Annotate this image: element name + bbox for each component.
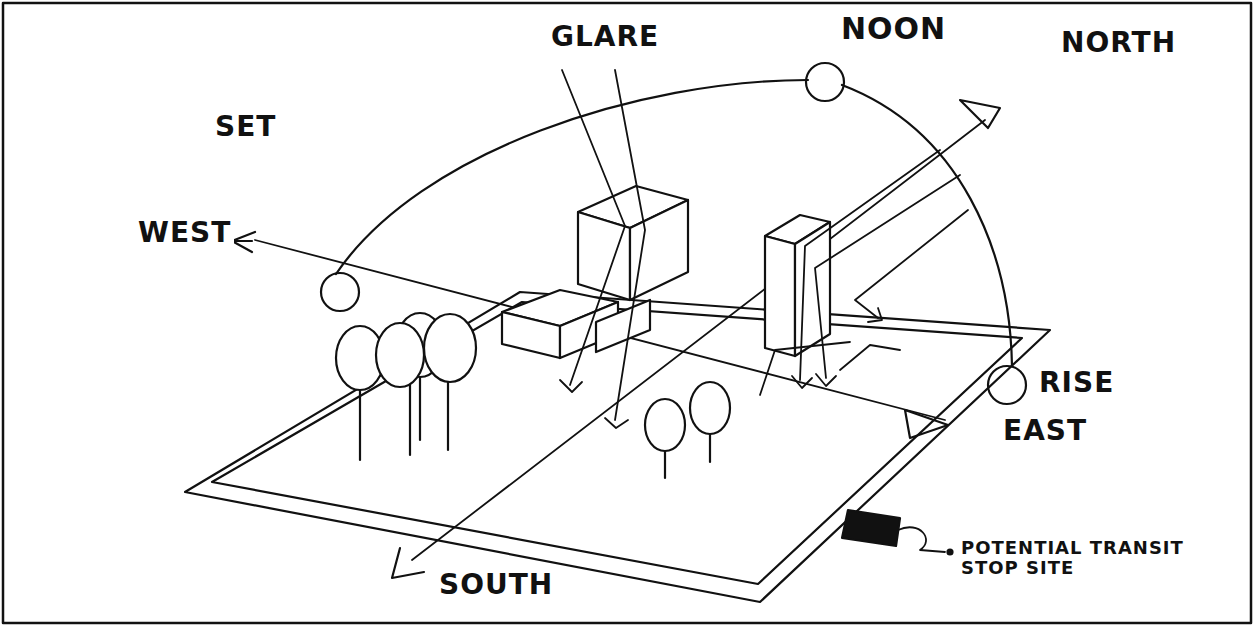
orientation-label: SOUTH (436, 570, 556, 601)
orientation-label: GLARE (548, 22, 662, 53)
north-arrow (960, 100, 1000, 128)
site-note: POTENTIAL TRANSIT STOP SITE (958, 538, 1204, 578)
east-arrow (905, 410, 948, 438)
transit-stop-site (842, 510, 900, 546)
orientation-label: NOON (838, 12, 949, 45)
orientation-label: NORTH (1058, 28, 1179, 59)
tree (336, 313, 730, 478)
leader-line (898, 527, 945, 552)
leader-dot (948, 550, 953, 555)
sun-symbol (806, 63, 844, 101)
orientation-label: EAST (1000, 416, 1090, 447)
orientation-label: WEST (135, 218, 234, 249)
glare-ray (560, 70, 968, 428)
building (502, 186, 688, 358)
west-arrow (232, 232, 255, 252)
north-south-axis (412, 120, 985, 560)
orientation-label: SET (212, 112, 279, 143)
south-arrow (392, 548, 424, 578)
sun-symbol (321, 273, 359, 311)
sun-path (336, 80, 808, 274)
orientation-label: RISE (1036, 368, 1117, 399)
site-boundary (185, 292, 1050, 602)
frame (3, 3, 1251, 623)
sun-path (842, 85, 1012, 366)
